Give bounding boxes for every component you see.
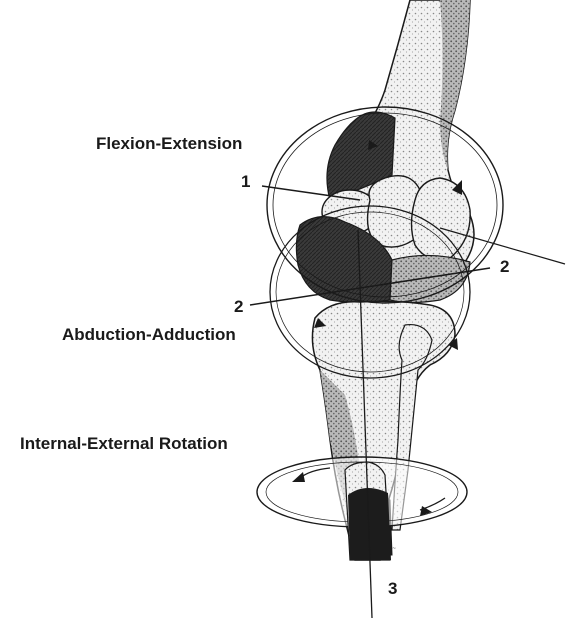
tiny-annotation: ~ — [392, 546, 396, 552]
axis-1-label: 1 — [241, 173, 250, 190]
axis-2-label-right: 2 — [500, 258, 509, 275]
femur-shading — [440, 0, 470, 170]
axis-3-label: 3 — [388, 580, 397, 597]
abduction-adduction-label: Abduction-Adduction — [62, 326, 236, 343]
internal-external-rotation-label: Internal-External Rotation — [20, 435, 228, 452]
flexion-extension-label: Flexion-Extension — [96, 135, 242, 152]
axis-2-label-left: 2 — [234, 298, 243, 315]
